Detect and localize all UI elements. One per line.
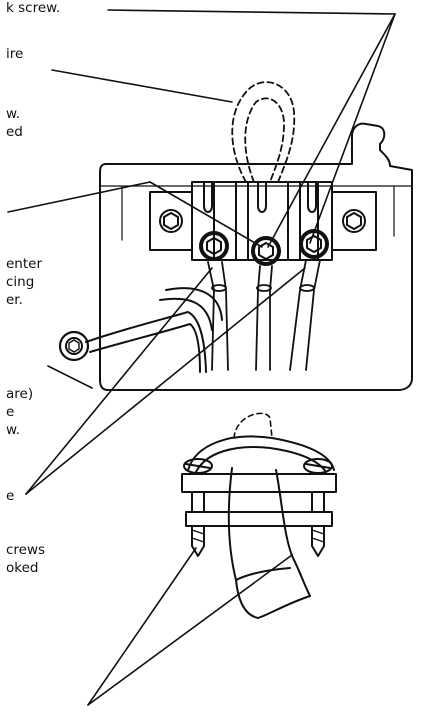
leader-screw-to-right [309, 13, 396, 244]
label-center-note-2: cing [6, 274, 35, 290]
leader-clamp-2 [25, 267, 306, 495]
label-ground-note-2: e [6, 404, 15, 420]
leader-ground [47, 365, 93, 389]
power-cord-wires [207, 259, 321, 371]
leader-center-block [7, 181, 151, 213]
label-screws-note-2: oked [6, 560, 39, 576]
terminal-block-body [149, 181, 377, 261]
terminal-screw-right [299, 229, 329, 259]
mount-screw-left [159, 209, 183, 233]
label-center-note-3: er. [6, 292, 23, 308]
label-center-note-1: enter [6, 256, 43, 272]
label-screw-note: k screw. [6, 0, 61, 16]
label-ground-note-1: are) [6, 386, 34, 402]
leader-screw-top [107, 9, 396, 15]
label-block-note-2: ed [6, 124, 23, 140]
leader-clamp-1 [25, 267, 213, 495]
leader-screws-1 [87, 547, 197, 706]
mount-screw-right [342, 209, 366, 233]
ground-wire [58, 287, 223, 373]
label-wire-note: ire [6, 46, 24, 62]
label-screws-note-1: crews [6, 542, 46, 558]
label-ground-note-3: w. [6, 422, 21, 438]
terminal-block-panel [99, 122, 413, 391]
terminal-screw-left [199, 231, 229, 261]
label-clamp-note: e [6, 488, 15, 504]
strain-relief-clamp [181, 412, 337, 619]
leader-screws-2 [87, 554, 293, 706]
terminal-screw-center [251, 236, 281, 266]
leader-screw-to-center [267, 13, 396, 248]
leader-wire [51, 69, 233, 103]
dashed-wire-loop [231, 81, 296, 183]
label-block-note-1: w. [6, 106, 21, 122]
